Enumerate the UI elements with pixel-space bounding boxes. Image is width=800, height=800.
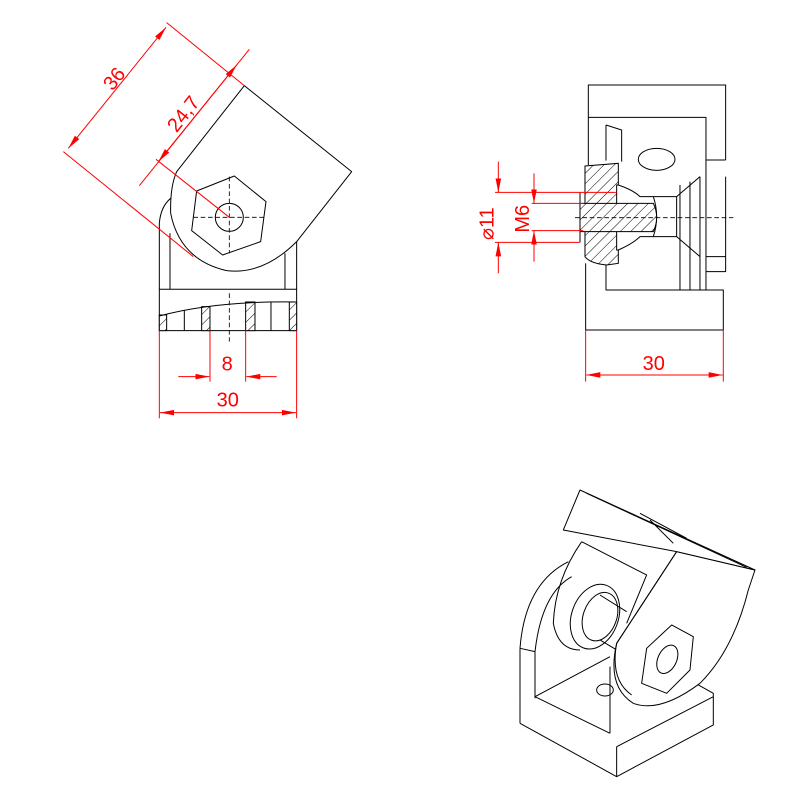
spool <box>618 176 701 290</box>
front-view: 36 24,7 8 30 <box>63 22 353 419</box>
dim-label-thread: M6 <box>512 205 534 233</box>
dim-line-24-7 <box>157 64 238 162</box>
isometric-view <box>519 489 756 778</box>
fin <box>605 124 623 162</box>
arm-ear <box>613 551 756 707</box>
arm-ear-edge <box>614 551 678 696</box>
hatch-section <box>245 301 256 332</box>
upper-frame <box>587 84 727 290</box>
dim-line-36 <box>67 27 167 149</box>
dim-label-30: 30 <box>643 353 665 375</box>
extension-lines <box>494 191 724 382</box>
slot-curve <box>159 301 297 331</box>
left-upright <box>519 561 572 653</box>
bolt-hole <box>656 644 679 674</box>
hatch-section <box>158 314 168 332</box>
slot-hole <box>637 147 676 171</box>
washer <box>569 583 621 650</box>
inner-plate <box>552 541 648 651</box>
dim-label-24-7: 24,7 <box>163 92 204 136</box>
top-face-detail <box>586 492 747 568</box>
base-block <box>158 288 298 332</box>
base-block <box>585 263 724 331</box>
base-hole <box>596 683 614 697</box>
hatch-section <box>201 306 211 332</box>
dim-label-36: 36 <box>99 64 130 95</box>
side-view: ⌀11 M6 30 <box>476 84 734 382</box>
base-block <box>519 648 714 778</box>
hex-nut <box>641 624 694 694</box>
dim-label-30: 30 <box>217 390 239 412</box>
left-upright <box>158 197 171 290</box>
bolt-section <box>579 202 658 233</box>
dim-label-diameter: ⌀11 <box>476 207 498 240</box>
arm-top-block <box>562 489 756 571</box>
washer-inner <box>581 591 619 642</box>
shaft <box>599 594 627 651</box>
right-upright <box>284 241 298 290</box>
dim-label-8: 8 <box>222 354 233 376</box>
hatch-section <box>288 301 298 332</box>
